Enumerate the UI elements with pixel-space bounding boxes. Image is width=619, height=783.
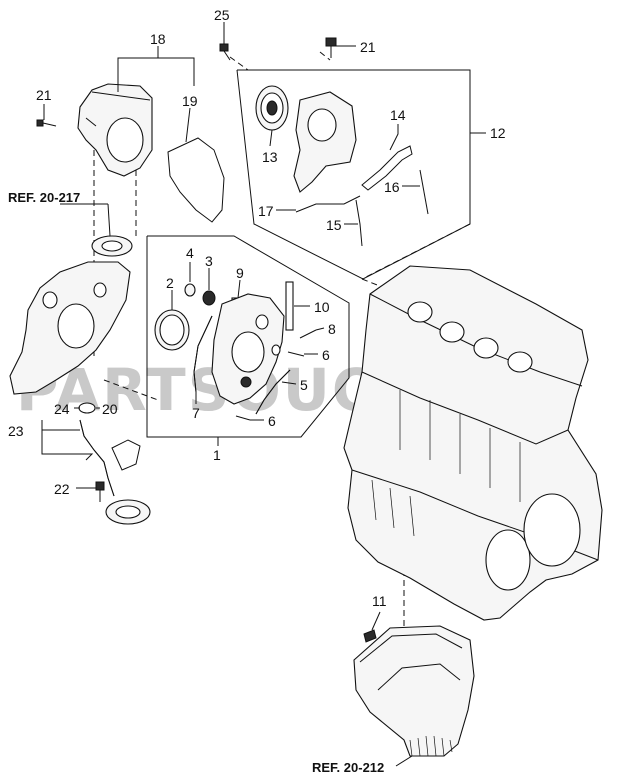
callout-22: 22 <box>54 481 70 497</box>
engine-block <box>343 265 603 621</box>
group-box-1 <box>146 235 350 446</box>
callout-10: 10 <box>314 299 330 315</box>
callout-18: 18 <box>150 31 166 47</box>
bracket-17 <box>295 195 361 213</box>
bolt-6-lower <box>235 415 251 421</box>
callout-23: 23 <box>8 423 24 439</box>
plug-11 <box>363 629 377 643</box>
callout-6-lower: 6 <box>268 413 276 429</box>
washer-4 <box>184 283 196 297</box>
bolt-6-upper <box>287 351 305 357</box>
bolt-21-top <box>325 37 337 58</box>
callout-16: 16 <box>384 179 400 195</box>
callout-20: 20 <box>102 401 118 417</box>
callout-15: 15 <box>326 217 342 233</box>
rod-10 <box>285 281 294 331</box>
callout-4: 4 <box>186 245 194 261</box>
callout-24: 24 <box>54 401 70 417</box>
callout-11: 11 <box>372 593 387 609</box>
bolt-22 <box>95 481 105 502</box>
bolt-25 <box>219 43 231 61</box>
lower-timing-cover <box>293 91 357 193</box>
callout-6-upper: 6 <box>322 347 330 363</box>
strap-7 <box>193 315 213 393</box>
callout-21-left: 21 <box>36 87 52 103</box>
cover-gasket <box>167 137 225 223</box>
bolt-8 <box>299 329 317 339</box>
upper-timing-cover <box>77 83 153 177</box>
callout-labels: 25 21 18 19 21 13 14 12 16 17 15 4 3 9 2… <box>8 7 506 609</box>
reference-oil-pump[interactable]: REF. 20-217 <box>8 190 80 205</box>
callout-13: 13 <box>262 149 278 165</box>
bolt-21-left <box>36 119 57 127</box>
callout-9: 9 <box>236 265 244 281</box>
callout-5: 5 <box>300 377 308 393</box>
rod-15 <box>355 199 363 247</box>
reference-oil-pan[interactable]: REF. 20-212 <box>312 760 384 775</box>
front-cover-1 <box>211 293 285 405</box>
callout-3: 3 <box>205 253 213 269</box>
callout-12: 12 <box>490 125 506 141</box>
leader-lines <box>41 22 420 767</box>
callout-8: 8 <box>328 321 336 337</box>
timing-belt-guide <box>361 145 413 191</box>
seal-2 <box>154 309 190 351</box>
callout-1: 1 <box>213 447 221 463</box>
strap-5 <box>255 369 291 415</box>
crank-pulley <box>255 85 289 131</box>
callout-21-top: 21 <box>360 39 376 55</box>
callout-7: 7 <box>192 405 200 421</box>
oil-pan <box>353 625 475 757</box>
oil-strainer <box>78 402 151 525</box>
callout-25: 25 <box>214 7 230 23</box>
callout-17: 17 <box>258 203 274 219</box>
oil-pump <box>9 235 133 395</box>
callout-19: 19 <box>182 93 198 109</box>
callout-14: 14 <box>390 107 406 123</box>
nut-3 <box>202 290 216 306</box>
dipstick-tube <box>419 169 429 215</box>
callout-2: 2 <box>166 275 174 291</box>
